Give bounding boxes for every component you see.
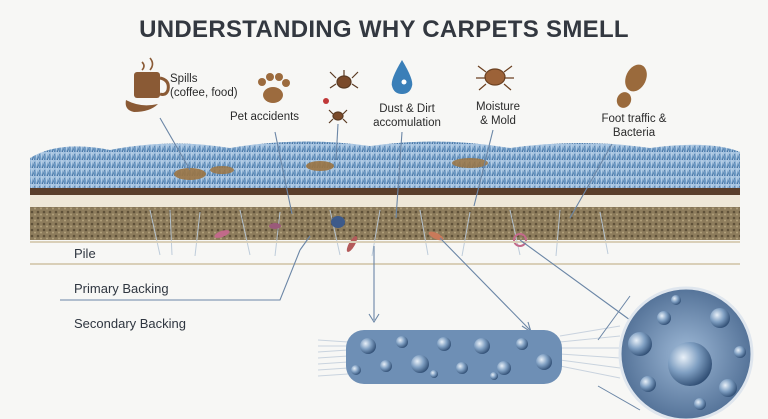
page-title: UNDERSTANDING WHY CARPETS SMELL <box>139 16 629 43</box>
paw-print-icon <box>258 73 290 103</box>
layer-label-pile: Pile <box>74 246 96 261</box>
water-drop-icon <box>391 60 413 94</box>
foot-traffic-label-line1: Foot traffic & <box>601 113 667 125</box>
primary-backing-band <box>30 188 740 195</box>
moisture-mold-label: Moisture & Mold <box>470 100 526 128</box>
layer-label-primary-backing: Primary Backing <box>74 281 169 296</box>
bacteria-magnified-circle-icon <box>597 286 754 419</box>
dust-dirt-label: Dust & Dirt accomulation <box>364 102 450 130</box>
spills-label-line2: (coffee, food) <box>170 87 238 99</box>
spills-label-line1: Spills <box>170 73 198 85</box>
footprint-icon <box>616 64 647 108</box>
foot-traffic-label: Foot traffic & Bacteria <box>588 112 680 140</box>
pet-accidents-label-line1: Pet accidents <box>230 111 300 123</box>
microbes <box>214 216 527 252</box>
pointer-lines <box>60 117 631 334</box>
stain-spots <box>174 158 488 180</box>
backing-strip <box>30 195 740 207</box>
dirt-layer <box>30 207 740 240</box>
fiber-roots <box>149 209 609 257</box>
moisture-mold-label-line2: & Mold <box>480 115 516 127</box>
tick-insect-icon <box>323 70 359 124</box>
dust-dirt-label-line2: accomulation <box>373 117 441 129</box>
moisture-mold-label-line1: Moisture <box>475 101 521 113</box>
pet-accidents-label: Pet accidents <box>230 110 299 124</box>
spills-label: Spills (coffee, food) <box>170 72 238 100</box>
coffee-mug-icon <box>125 57 170 112</box>
carpet-pile-layer <box>30 141 740 190</box>
foot-traffic-label-line2: Bacteria <box>612 127 656 139</box>
fiber-closeup-icon <box>317 325 621 384</box>
layer-label-secondary-backing: Secondary Backing <box>74 316 187 331</box>
mold-mite-icon <box>476 65 514 91</box>
dust-dirt-label-line1: Dust & Dirt <box>379 103 435 115</box>
